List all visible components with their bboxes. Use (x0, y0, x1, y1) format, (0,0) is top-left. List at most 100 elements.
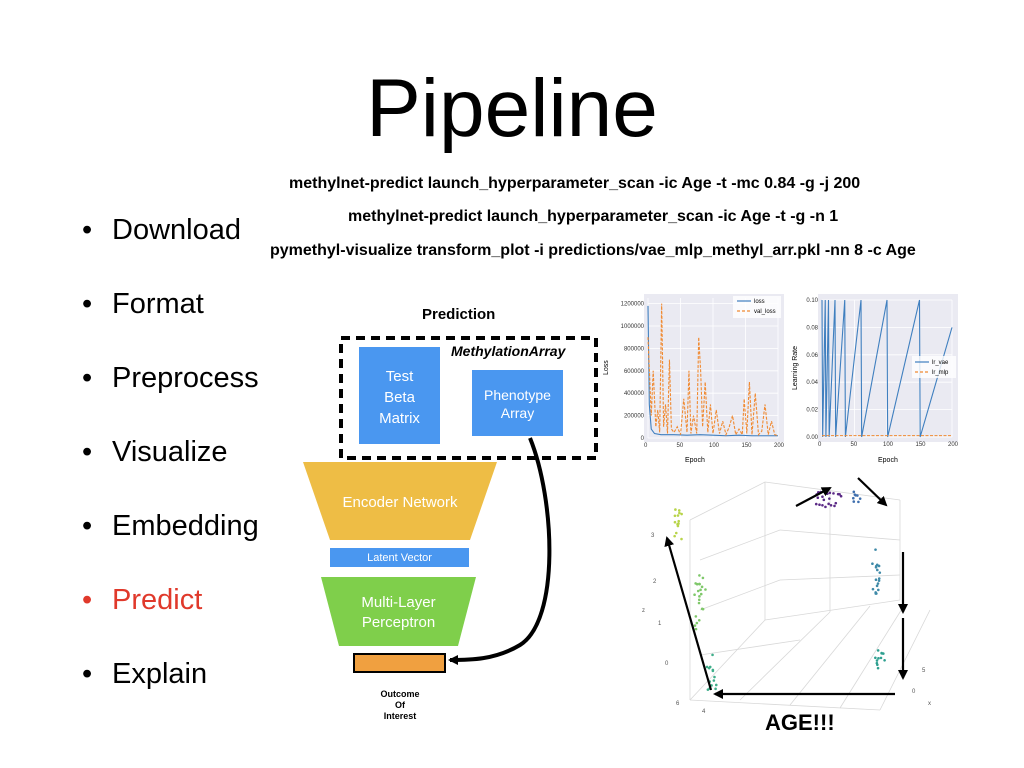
scatter-point (693, 593, 696, 597)
scatter-point (697, 619, 701, 622)
loss-ylabel: Loss (603, 360, 610, 375)
scatter-point (713, 675, 716, 679)
mlp-label: Multi-Layer Perceptron (321, 593, 476, 633)
scatter-point (852, 490, 856, 494)
lr-xlabel: Epoch (878, 457, 898, 464)
bullet-label: Predict (112, 584, 203, 616)
scatter-point (871, 587, 875, 591)
scatter-point (853, 493, 857, 496)
encoder-network-shape (303, 462, 497, 540)
scatter-point (874, 592, 878, 595)
scatter-point (706, 688, 710, 691)
phenotype-array-box (472, 370, 563, 436)
scatter-point (695, 582, 699, 586)
scatter-point (712, 679, 716, 682)
lr-ytick-label: 0.10 (806, 298, 818, 304)
arrow-top-2 (857, 477, 888, 507)
age-arrows (664, 477, 908, 699)
scatter-point (698, 582, 701, 586)
scatter-point (857, 500, 860, 504)
lr-ylabel: Learning Rate (792, 346, 799, 390)
loss-legend-loss: loss (754, 299, 765, 305)
scatter-point (874, 578, 878, 582)
loss-ytick-label: 0 (641, 436, 645, 442)
test-beta-matrix-box (359, 347, 440, 444)
scatter-point (834, 501, 838, 505)
bullet-label: Format (112, 288, 204, 320)
scatter-point (874, 566, 878, 569)
outcome-box (353, 653, 446, 673)
scatter-point (674, 508, 677, 511)
svg-text:2: 2 (653, 579, 657, 585)
scatter-point (876, 663, 879, 667)
scatter-point (818, 503, 821, 506)
scatter-point (701, 576, 705, 580)
scatter-point (680, 537, 683, 541)
lr-ytick-label: 0.08 (806, 325, 818, 331)
age-label: AGE!!! (765, 710, 835, 735)
scatter-point (877, 657, 880, 660)
scatter-point (833, 504, 836, 508)
loss-ytick-label: 800000 (624, 346, 645, 352)
latent-vector-label: Latent Vector (367, 552, 432, 564)
scatter-point (876, 588, 880, 592)
lr-ytick-label: 0.02 (806, 408, 818, 414)
scatter-point (705, 665, 709, 669)
scatter-point (874, 548, 877, 551)
arrow-top-1 (795, 487, 832, 507)
scatter-point (678, 511, 681, 515)
mlp-shape (321, 577, 476, 646)
scatter-point (876, 582, 880, 585)
scatter-point (877, 564, 881, 568)
loss-xtick-label: 50 (677, 443, 684, 449)
scatter-point (707, 666, 711, 670)
scatter-point (714, 683, 718, 687)
bullet-label: Visualize (112, 436, 228, 468)
outcome-line: Interest (383, 711, 417, 721)
scatter-point (883, 658, 886, 662)
outcome-line: Of (395, 700, 405, 710)
lr-legend-vae: lr_vae (932, 360, 949, 366)
scatter-point (856, 494, 859, 497)
bullet-label: Preprocess (112, 362, 259, 394)
scatter-point (825, 492, 829, 496)
bullet-explain: •Explain (82, 658, 208, 690)
scatter-grid (689, 481, 931, 711)
scatter-point (871, 562, 874, 566)
scatter-point (875, 584, 879, 588)
scatter-point (711, 669, 715, 673)
scatter-point (836, 492, 840, 496)
loss-legend-val-loss: val_loss (754, 309, 776, 315)
scatter-point (832, 492, 835, 495)
bullet-label: Download (112, 214, 241, 246)
scatter-point (824, 505, 827, 509)
scatter-point (674, 531, 678, 535)
scatter-point (693, 624, 697, 627)
scatter-point (876, 666, 880, 670)
test-beta-matrix-line: Beta (384, 389, 415, 406)
scatter-point (814, 502, 818, 506)
scatter-point (858, 497, 862, 500)
embedding-3d-scatter: 3 2 1 0 z 6 4 5 0 x (642, 477, 931, 715)
scatter-point (696, 589, 700, 593)
scatter-point (699, 592, 703, 596)
svg-text:5: 5 (922, 668, 926, 674)
bullet-download: •Download (82, 214, 241, 246)
scatter-point (698, 574, 701, 577)
outcome-label: Outcome Of Interest (370, 689, 430, 722)
phenotype-array-label: Phenotype Array (472, 386, 563, 422)
loss-series-loss (647, 305, 778, 437)
scatter-point (874, 656, 877, 660)
loss-ytick-label: 1200000 (621, 302, 645, 308)
scatter-point (828, 491, 832, 495)
scatter-point (816, 496, 820, 499)
lr-ytick-label: 0.06 (806, 353, 818, 359)
lr-series-lr_vae (821, 299, 953, 438)
scatter-point (851, 496, 855, 500)
scatter-point (882, 652, 885, 655)
scatter-point (677, 522, 680, 525)
scatter-point (673, 514, 677, 518)
scatter-point (697, 598, 701, 602)
